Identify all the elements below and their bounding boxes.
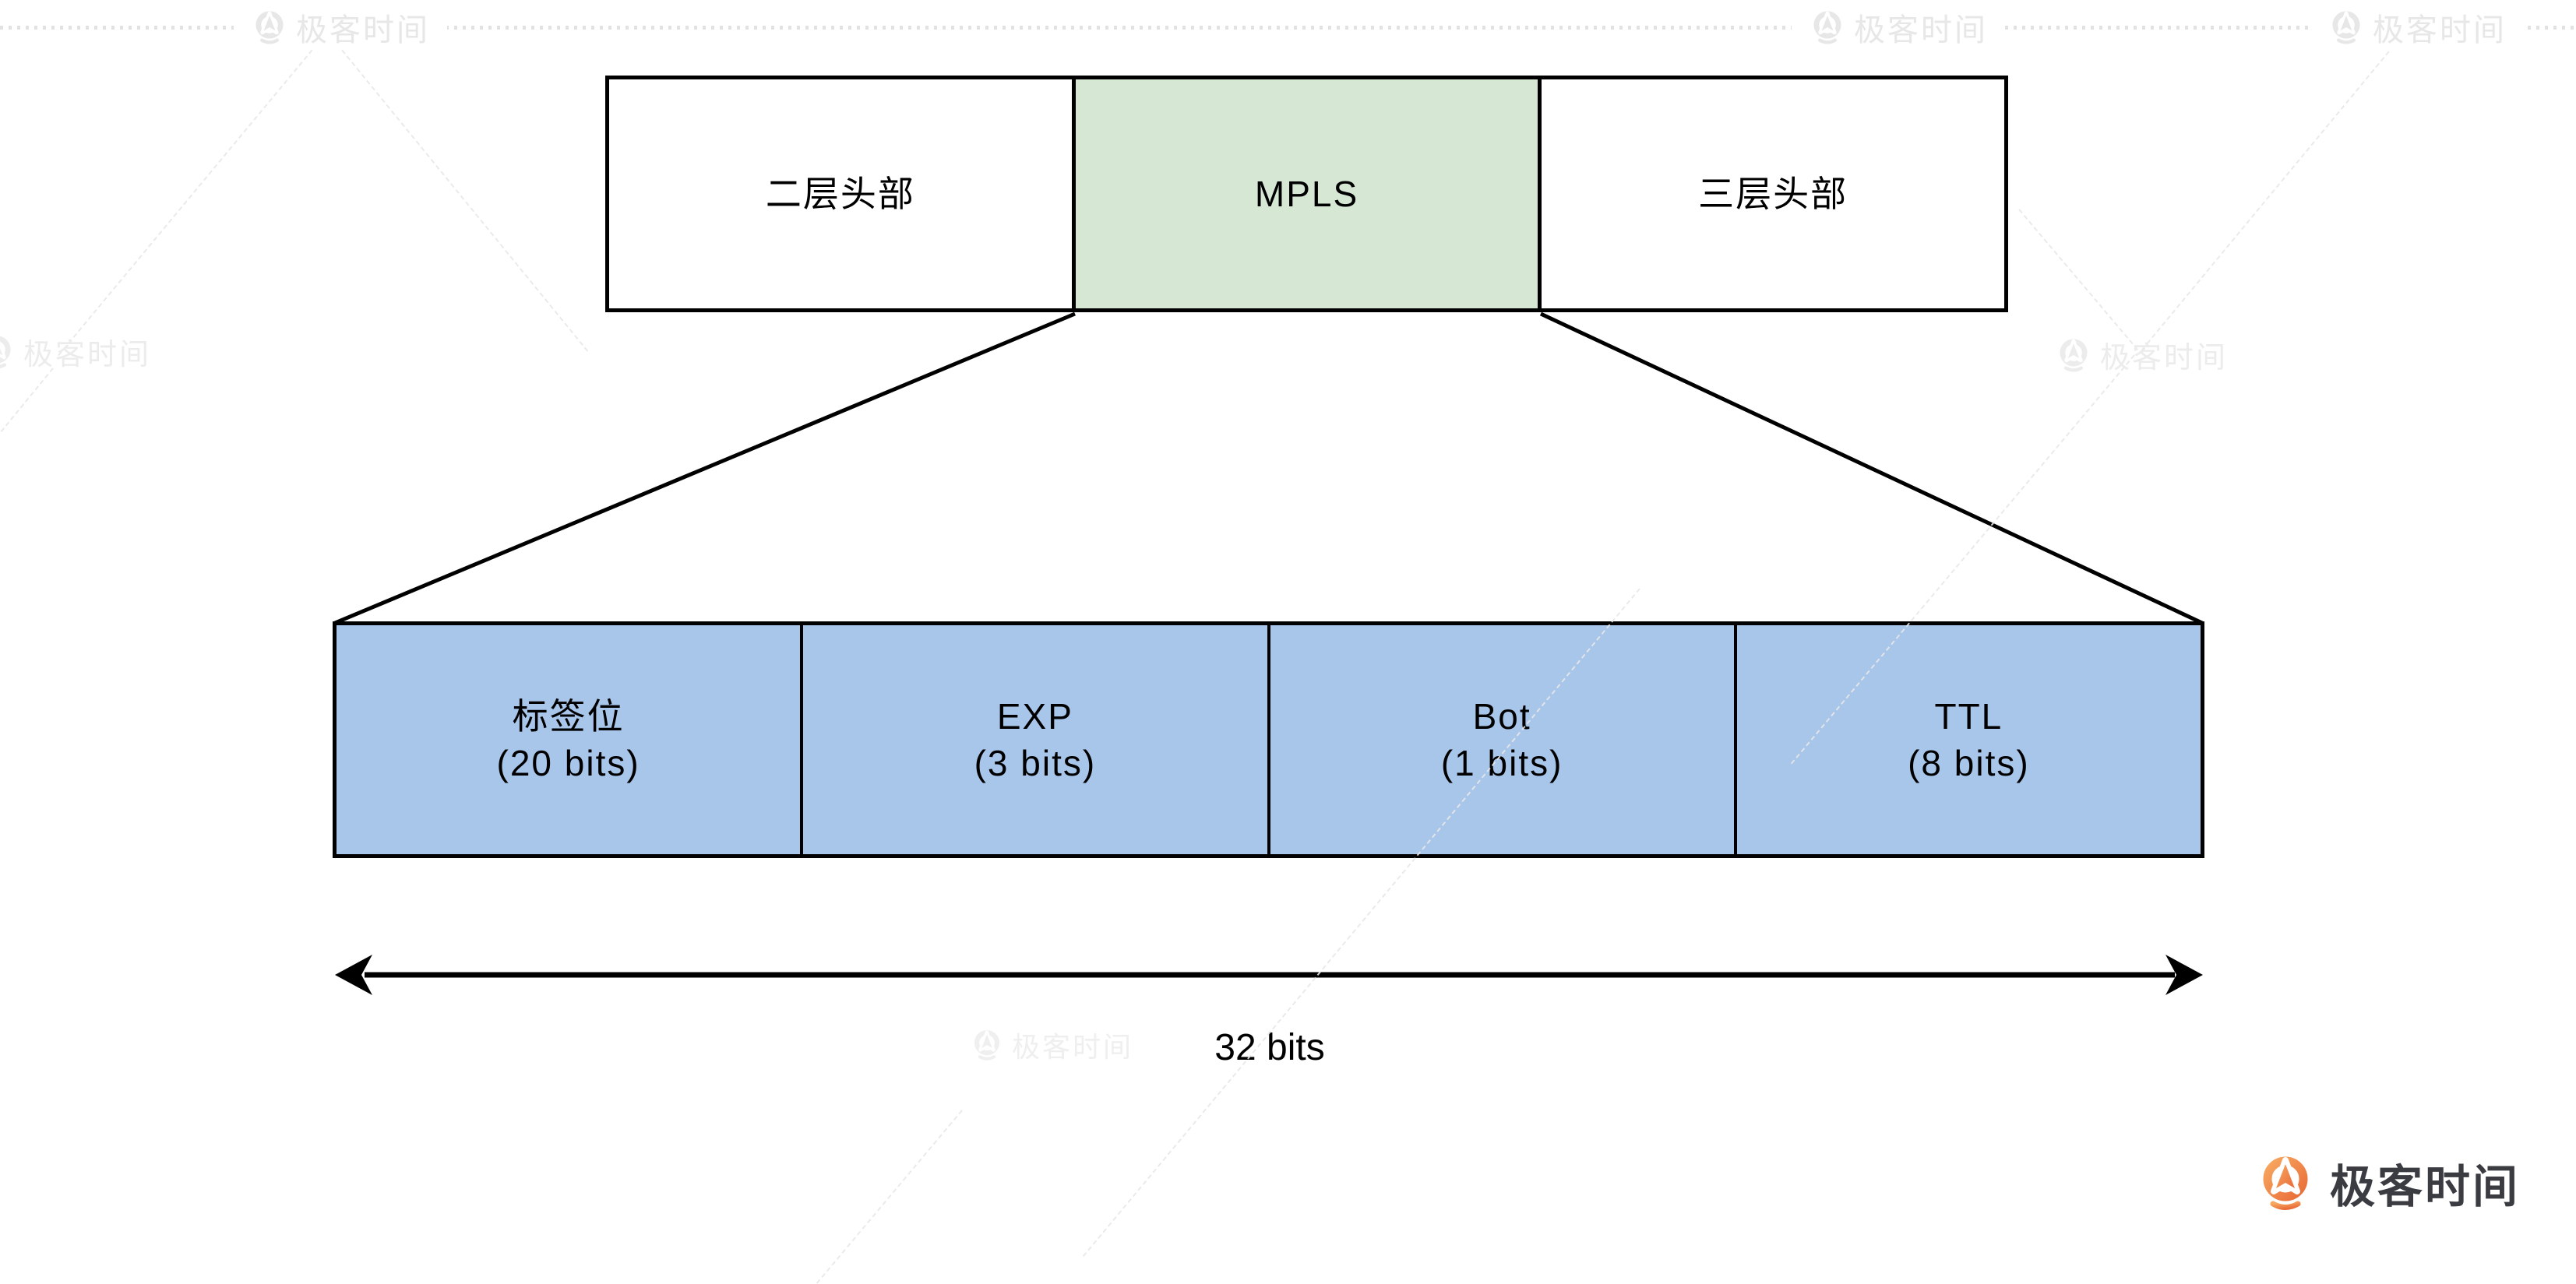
expansion-line-right (1539, 311, 2204, 625)
field-bits: (20 bits) (496, 743, 640, 783)
layer3-header-label: 三层头部 (1698, 174, 1848, 214)
brand-name: 极客时间 (2330, 1162, 2521, 1212)
expansion-line-left (334, 311, 1076, 625)
mpls-label: MPLS (1254, 174, 1359, 214)
width-arrow-head-left (335, 955, 372, 995)
geektime-watermark-logo-icon (0, 336, 11, 368)
watermark-text: 极客时间 (23, 339, 152, 371)
field-bits: (1 bits) (1440, 743, 1563, 783)
layer3-header-box: 三层头部 (1538, 79, 2004, 308)
field-exp-box: EXP (3 bits) (800, 625, 1267, 854)
watermark-dash-line (2018, 209, 2139, 350)
watermark-dash-line (2141, 33, 2405, 350)
geektime-watermark-logo-icon (2060, 338, 2088, 372)
layer2-header-label: 二层头部 (765, 174, 915, 214)
field-bits: (3 bits) (974, 743, 1097, 783)
mpls-box: MPLS (1071, 79, 1538, 308)
layer2-header-box: 二层头部 (609, 79, 1072, 308)
watermark-dash-line (816, 1110, 963, 1284)
watermark-dash-line (58, 31, 328, 357)
width-arrow-head-right (2165, 955, 2203, 995)
top-dotted-line (0, 26, 2576, 30)
watermark-dash-line (0, 368, 54, 672)
watermark-text: 极客时间 (2100, 342, 2229, 375)
watermark-geektime: 极客时间 (0, 330, 151, 373)
watermark-geektime: 极客时间 (2055, 333, 2228, 376)
mpls-fields-row: 标签位 (20 bits) EXP (3 bits) Bot (1 bits) … (333, 621, 2204, 858)
field-name: Bot (1472, 696, 1531, 737)
field-ttl-box: TTL (8 bits) (1733, 625, 2201, 854)
field-name: 标签位 (512, 696, 625, 737)
geektime-brand: 极客时间 (2255, 1150, 2520, 1215)
field-bot-box: Bot (1 bits) (1267, 625, 1734, 854)
width-label: 32 bits (1214, 1027, 1325, 1068)
field-label-box: 标签位 (20 bits) (337, 625, 801, 854)
watermark-dash-line (326, 31, 589, 352)
packet-layers-row: 二层头部 MPLS 三层头部 (605, 76, 2008, 312)
geektime-watermark-logo-icon (974, 1030, 1000, 1061)
field-name: EXP (996, 696, 1073, 737)
geektime-logo-icon (2263, 1156, 2308, 1210)
field-name: TTL (1934, 696, 2003, 737)
field-bits: (8 bits) (1908, 743, 2030, 783)
